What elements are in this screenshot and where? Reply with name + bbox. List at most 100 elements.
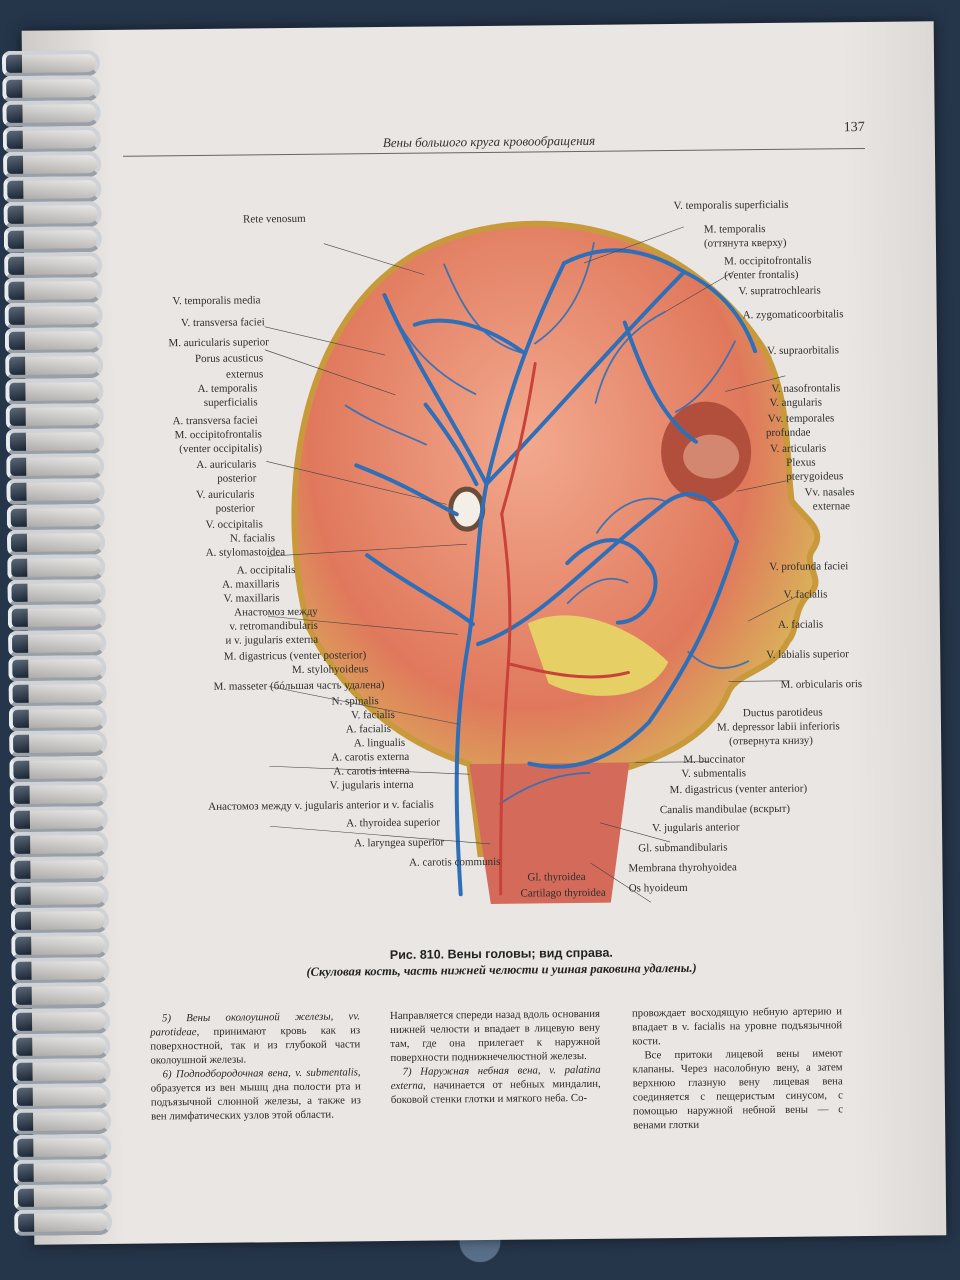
spiral-coil [10,881,109,909]
spiral-coil [4,327,104,355]
spiral-coil [5,377,104,405]
figure-label-right: (отвернута книзу) [729,734,813,748]
figure-label-right: M. depressor labii inferioris [716,720,840,734]
paragraph-heading: 6) Подподбородочная вена, v. submentalis [162,1066,358,1081]
paragraph-text: , начинается от небных миндалин, боковой… [390,1077,601,1107]
figure-label-right: Plexus [786,456,816,469]
figure-label-right: V. temporalis superficialis [673,198,789,212]
figure-label-left: V. maxillaris [223,592,280,605]
head-veins-illustration [291,220,821,904]
figure-label-left: A. stylomastoidea [205,546,286,559]
eye [683,434,740,479]
text-column-3: провождает восходящую небную артерию и в… [632,1004,843,1132]
spiral-coil [13,1133,112,1161]
figure-label-left: V. temporalis media [172,294,261,308]
spiral-coil [13,1183,113,1211]
figure-label-left: M. stylohyoideus [291,663,369,677]
figure-label-left: Cartilago thyroidea [520,886,606,900]
figure-label-right: (venter frontalis) [724,268,799,282]
book-page: Вены большого круга кровообращения 137 [1,21,947,1245]
paragraph: 5) Вены околоушной железы, vv. parotidea… [150,1009,361,1067]
figure-label-left: N. spinalis [331,695,379,708]
paragraph: 7) Наружная небная вена, v. palatina ext… [391,1063,601,1107]
spiral-coil [10,856,109,884]
spiral-coil [3,251,103,279]
figure-label-right: Vv. nasales [804,486,855,499]
figure-label-right: V. jugularis anterior [651,821,740,835]
text-column-1: 5) Вены околоушной железы, vv. parotidea… [150,1009,361,1123]
spiral-coil [3,175,102,204]
running-header: Вены большого круга кровообращения 137 [122,119,865,168]
spiral-coil [3,226,102,254]
spiral-coil [9,780,108,808]
figure-label-left: Анастомоз между v. jugularis anterior и … [208,798,434,813]
figure-label-left: Анастомоз между [234,605,318,619]
figure-label-left: (venter occipitalis) [179,442,263,456]
page-number: 137 [843,119,865,136]
figure-label-right: V. nasofrontalis [771,382,841,395]
figure-label-right: M. occipitofrontalis [724,254,812,268]
spiral-coil [5,427,105,455]
paragraph: 6) Подподбородочная вена, v. submentalis… [151,1065,362,1123]
figure-label-left: M. digastricus (venter posterior) [223,649,367,663]
spiral-coil [3,201,102,229]
figure-label-left: N. facialis [229,532,276,545]
figure-label-left: A. temporalis [197,382,258,395]
vein-branches [344,241,750,805]
spiral-coil [5,402,104,430]
figure-label-left: superficialis [203,396,258,409]
figure-label-left: M. auricularis superior [168,336,270,350]
spiral-coil [4,301,103,330]
figure-label-left: A. carotis communis [408,855,501,869]
spiral-coil [10,906,110,934]
figure-label-right: V. supraorbitalis [766,344,840,358]
figure-label-left: Gl. thyroidea [527,870,586,884]
figure-label-right: Canalis mandibulae (вскрыт) [659,802,791,817]
paragraph: Все притоки лицевой вены имеют клапаны. … [632,1047,844,1132]
figure-label-right: (оттянута кверху) [703,236,787,250]
leader-lines [263,226,798,903]
figure-label-left: A. auricularis [196,458,257,472]
header-title: Вены большого круга кровообращения [382,132,596,151]
figure-label-right: A. zygomaticoorbitalis [742,308,844,322]
figure-label-left: A. carotis interna [333,764,410,778]
spiral-coil [11,931,110,959]
figure-label-left: V. transversa faciei [180,316,265,330]
figure-label-left: A. maxillaris [221,578,280,591]
leader-line-group [263,226,798,903]
figure-label-right: Membrana thyrohyoidea [628,861,737,875]
figure-label-left: V. facialis [350,708,395,722]
figure-label-left: Rete venosum [242,212,306,226]
spiral-coil [5,352,104,380]
spiral-coil [7,604,106,632]
figure-label-left: A. carotis externa [331,750,410,764]
spiral-coil [13,1158,112,1186]
figure-label-left: Porus acusticus [194,352,264,366]
figure-label-right: M. orbicularis oris [780,678,863,691]
spiral-coil [7,553,106,581]
spiral-coil [11,982,110,1010]
spiral-coil [2,125,101,153]
figure-label-left: v. retromandibularis [229,619,318,633]
figure-label-left: externus [225,368,264,381]
figure-label-right: A. facialis [777,618,824,631]
figure-label-right: Gl. submandibularis [638,841,728,855]
figure-label-left: A. laryngea superior [354,836,445,850]
figure-label-right: M. buccinator [683,753,746,766]
spiral-coil [11,1007,111,1035]
spiral-coil [2,100,101,128]
spiral-coil [8,679,107,707]
figure-label-right: M. digastricus (venter anterior) [669,782,808,797]
spiral-coil [2,75,101,103]
spiral-coil [11,957,110,985]
spiral-coil [14,1209,113,1237]
figure-label-left: A. occipitalis [236,563,296,577]
figure-label-right: M. temporalis [703,223,766,236]
figure-label-left: и v. jugularis externa [225,633,319,647]
spiral-coil [12,1032,111,1060]
figure-label-left: posterior [217,472,257,485]
figure-label-left: V. auricularis [196,488,255,502]
spiral-coil [2,150,102,178]
figure-label-left: V. jugularis interna [329,778,414,792]
figure-caption: Рис. 810. Вены головы; вид справа. (Скул… [201,943,801,981]
